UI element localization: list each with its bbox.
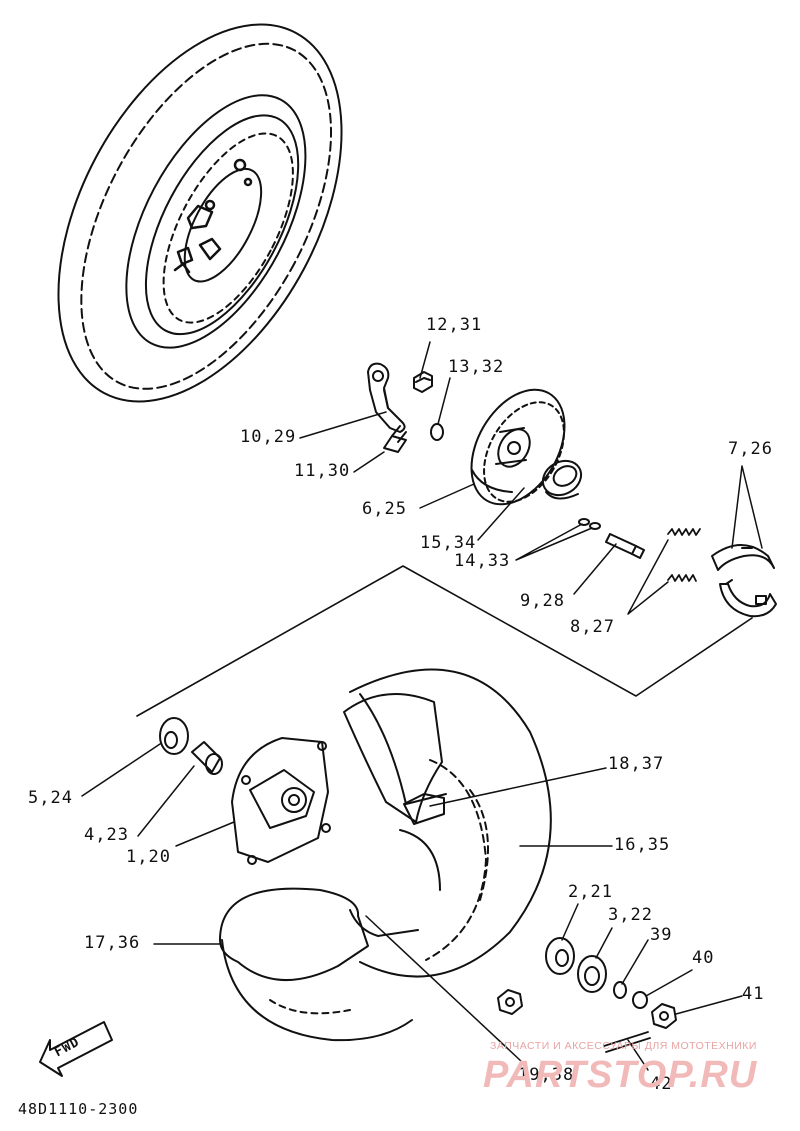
drawing-code: 48D1110-2300 xyxy=(18,1100,139,1118)
lever-nut-drawing xyxy=(413,371,433,393)
o-rings-drawing xyxy=(578,518,601,530)
nut-19-drawing xyxy=(497,989,523,1015)
lever-bolt-drawing xyxy=(383,425,407,453)
brake-cam-lever-drawing xyxy=(367,362,406,433)
callout-17-36: 17,36 xyxy=(84,933,141,953)
adjuster-bolt-drawing xyxy=(605,533,645,559)
brake-drum-seal-drawing xyxy=(541,459,583,500)
callout-4-23: 4,23 xyxy=(84,825,129,845)
callout-5-24: 5,24 xyxy=(28,788,73,808)
axle-nut-41-drawing xyxy=(651,1003,677,1029)
seal-3-drawing xyxy=(577,955,607,993)
callout-9-28: 9,28 xyxy=(520,591,565,611)
callout-19-38: 19,38 xyxy=(518,1065,575,1085)
wheel-hub-drawing xyxy=(231,737,331,865)
bearing-2-drawing xyxy=(545,937,575,975)
rim-half-18-drawing xyxy=(343,693,447,825)
assembled-wheel-drawing xyxy=(57,23,343,403)
watermark-tagline: ЗАПЧАСТИ И АКСЕССУАРЫ ДЛЯ МОТОТЕХНИКИ xyxy=(490,1040,757,1052)
leader-lines xyxy=(81,341,763,1071)
callout-39: 39 xyxy=(650,925,673,945)
callout-7-26: 7,26 xyxy=(728,439,773,459)
collar-39-drawing xyxy=(613,981,627,999)
watermark-brand: PARTSTOP.RU xyxy=(483,1054,758,1096)
callout-13-32: 13,32 xyxy=(448,357,505,377)
assembly-boundary-line xyxy=(136,565,753,717)
callout-12-31: 12,31 xyxy=(426,315,483,335)
callout-2-21: 2,21 xyxy=(568,882,613,902)
brake-springs-drawing xyxy=(667,528,701,582)
cotter-pin-42-drawing xyxy=(603,1031,651,1053)
callout-41: 41 xyxy=(742,984,765,1004)
rim-half-17-drawing xyxy=(219,887,419,1042)
callout-40: 40 xyxy=(692,948,715,968)
callout-18-37: 18,37 xyxy=(608,754,665,774)
brake-shoes-drawing xyxy=(711,544,777,618)
callout-11-30: 11,30 xyxy=(294,461,351,481)
washer-drawing xyxy=(430,423,444,441)
callout-3-22: 3,22 xyxy=(608,905,653,925)
tyre-16-drawing xyxy=(349,668,552,978)
callout-1-20: 1,20 xyxy=(126,847,171,867)
callout-16-35: 16,35 xyxy=(614,835,671,855)
spacer-4-drawing xyxy=(191,741,223,775)
assembled-wheel-hub xyxy=(173,158,253,274)
fwd-arrow-icon xyxy=(39,1021,113,1077)
callout-42: 42 xyxy=(650,1074,673,1094)
callout-14-33: 14,33 xyxy=(454,551,511,571)
callout-10-29: 10,29 xyxy=(240,427,297,447)
callout-6-25: 6,25 xyxy=(362,499,407,519)
callout-15-34: 15,34 xyxy=(420,533,477,553)
washer-40-drawing xyxy=(632,991,648,1009)
brake-panel-drawing xyxy=(470,388,566,506)
callout-8-27: 8,27 xyxy=(570,617,615,637)
bearing-5-drawing xyxy=(159,717,189,755)
